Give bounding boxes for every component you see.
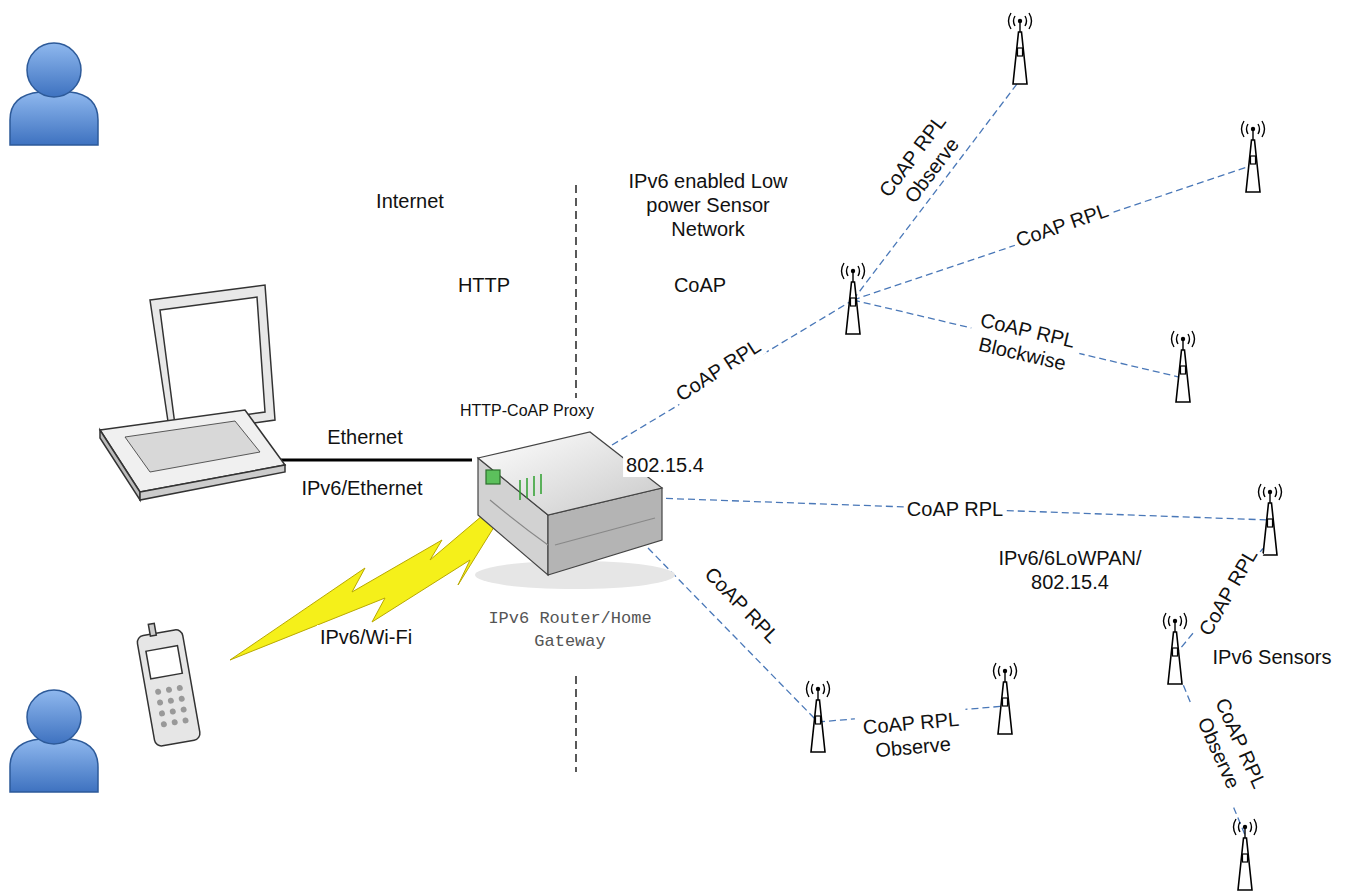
zone-label: IPv6 enabled Low power Sensor Network: [605, 169, 811, 241]
link-label: CoAP RPL Blockwise: [966, 306, 1085, 378]
link-label: CoAP RPL: [669, 332, 768, 408]
protocol-label: CoAP: [671, 273, 729, 297]
link-label: Ethernet: [324, 425, 406, 449]
user-icon: [10, 690, 98, 792]
stack-label: IPv6/6LoWPAN/ 802.15.4: [992, 546, 1148, 594]
link-label: CoAP RPL: [904, 497, 1006, 521]
protocol-label: HTTP: [455, 273, 513, 297]
link-label: IPv6/Ethernet: [298, 476, 425, 500]
phone-icon: [135, 619, 201, 747]
link-label: CoAP RPL Observe: [855, 706, 970, 763]
router-node: HTTP-CoAP ProxyIPv6 Router/Home Gateway: [450, 400, 694, 658]
sensor-antennas: [807, 13, 1282, 890]
link-label: CoAP RPL: [1010, 197, 1115, 253]
gateway-label: IPv6 Router/Home Gateway: [470, 608, 670, 654]
sensor-label: IPv6 Sensors: [1210, 645, 1335, 669]
link-label: CoAP RPL Observe: [1186, 688, 1275, 809]
link-label: CoAP RPL Observe: [869, 104, 974, 222]
link-label: CoAP RPL: [698, 560, 786, 650]
user-icon: [10, 43, 98, 145]
link-label: CoAP RPL: [1192, 542, 1264, 643]
ethernet-cable: [280, 459, 472, 462]
zone-label: Internet: [373, 189, 447, 213]
link-label: 802.15.4: [623, 453, 707, 477]
link-label: IPv6/Wi-Fi: [317, 625, 415, 649]
proxy-label: HTTP-CoAP Proxy: [460, 400, 594, 422]
laptop-icon: [100, 285, 285, 500]
